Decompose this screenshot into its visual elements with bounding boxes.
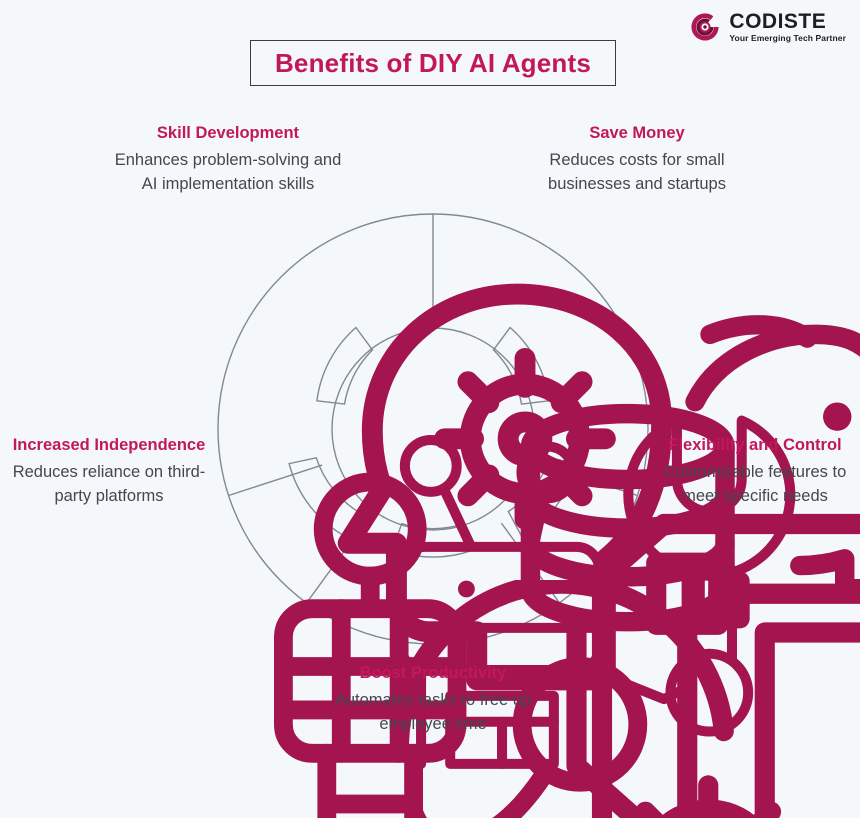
callout-save-money: Save Money Reduces costs for small busin… [522,122,752,197]
robot-unplugged-icon [240,464,648,818]
petal-upper-left [316,326,374,405]
callout-body: Reduces reliance on third-party platform… [12,462,206,505]
brand-wordmark: CODISTE Your Emerging Tech Partner [729,11,846,43]
codiste-spiral-c-logo-icon [688,10,722,44]
callout-body: Enhances problem-solving and AI implemen… [114,150,342,193]
head-with-gear-icon [308,270,673,691]
callout-body: Automates tasks to free up employee time [334,690,532,733]
callout-heading: Skill Development [156,124,300,142]
callout-flexibility-and-control: Flexibility and Control Customizable fea… [655,434,855,509]
callout-increased-independence: Increased Independence Reduces reliance … [8,434,210,509]
callout-skill-development: Skill Development Enhances problem-solvi… [110,122,346,197]
piggy-bank-with-coins-icon [508,267,860,632]
callout-boost-productivity: Boost Productivity Automates tasks to fr… [322,662,544,737]
callout-body: Customizable features to meet specific n… [663,462,847,505]
callout-heading: Increased Independence [12,436,206,454]
callout-body: Reduces costs for small businesses and s… [548,150,726,193]
brand-logo: CODISTE Your Emerging Tech Partner [688,10,846,44]
ring-divider-upper-left [227,464,323,497]
callout-heading: Boost Productivity [359,664,507,682]
page-title: Benefits of DIY AI Agents [250,40,616,86]
brand-tagline: Your Emerging Tech Partner [729,33,846,44]
callout-heading: Flexibility and Control [668,436,842,454]
callout-heading: Save Money [589,124,685,142]
page-title-text: Benefits of DIY AI Agents [274,47,592,78]
brand-name: CODISTE [729,10,827,34]
benefits-wheel-diagram [216,212,860,818]
